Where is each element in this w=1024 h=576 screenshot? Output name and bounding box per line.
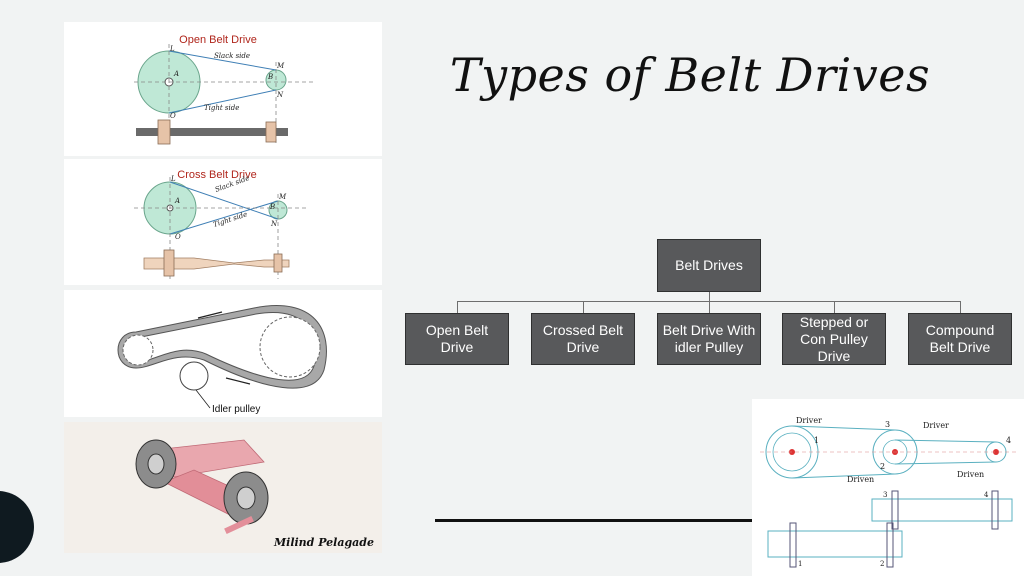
point-label-b: B [267,73,273,81]
belt-1-bottom [791,473,896,479]
point-label-o: O [175,233,181,241]
side-number-2: 2 [880,560,884,568]
shaft-support-3 [891,490,899,530]
idler-pulley-label: Idler pulley [212,404,260,415]
point-label-a: A [174,197,180,205]
shaft [136,128,288,136]
shaft-support-4 [991,490,999,530]
idler-pulley-figure: Idler pulley [64,290,382,417]
driver-1-label: Driver [796,416,822,425]
hierarchy-root-node: Belt Drives [657,239,761,292]
node-crossed-belt-drive: Crossed Belt Drive [531,313,635,365]
node-open-belt-drive: Open Belt Drive [405,313,509,365]
open-belt-drive-figure: Open Belt Drive Slack side Tight side L … [64,22,382,156]
author-caption: Milind Pelagade [273,536,374,549]
open-belt-title: Open Belt Drive [179,34,257,46]
node-idler-pulley-drive: Belt Drive With idler Pulley [657,313,761,365]
point-label-l: L [169,45,175,53]
point-label-a: A [173,70,179,78]
title-underline-rule [435,519,755,522]
crossed-belt-a [169,181,279,220]
child-connector-4 [834,301,835,313]
child-connector-2 [583,301,584,313]
motion-arrow-bottom [225,377,251,385]
cross-belt-drive-figure: Cross Belt Drive Slack side Tight side L… [64,159,382,285]
side-number-3: 3 [883,491,887,499]
point-label-b: B [269,203,275,211]
child-connector-1 [457,301,458,313]
lower-shaft-view [767,530,903,558]
slide-title: Types of Belt Drives [449,48,931,102]
driven-2-label: Driven [957,470,984,479]
tight-side-label: Tight side [212,210,248,229]
belt-2-bottom [894,461,997,465]
pulley-right-hub [236,486,256,510]
crossed-belt-b [169,200,279,235]
driven-hub-section [265,121,277,143]
number-4-label: 4 [1006,436,1011,445]
upper-shaft-view [871,498,1013,522]
point-label-o: O [170,112,176,120]
driver-2-label: Driver [923,421,949,430]
slack-belt [168,50,277,71]
cross-belt-drive-diagram: Cross Belt Drive Slack side Tight side L… [134,169,309,279]
compound-schematic-diagram: Driver Driver Driven Driven 1 2 3 4 3 4 … [760,416,1016,568]
slack-side-label: Slack side [214,52,250,60]
point-label-m: M [278,193,287,201]
point-label-n: N [276,91,284,99]
compound-drive-illustration: Milind Pelagade [64,422,382,553]
shaft-end [224,515,254,535]
number-2-label: 2 [880,462,885,471]
idler-pulley-diagram: Idler pulley [117,305,327,415]
driver-hub-section [157,119,171,145]
number-1-label: 1 [814,436,819,445]
shaft-support-1 [789,522,797,568]
point-label-m: M [276,62,285,70]
compound-belt-schematic: Driver Driver Driven Driven 1 2 3 4 3 4 … [752,399,1024,576]
number-3-label: 3 [885,420,890,429]
node-stepped-pulley-drive: Stepped or Con Pulley Drive [782,313,886,365]
point-label-n: N [270,220,278,228]
motion-arrow-top [197,311,223,319]
driver-hub-section [163,249,175,277]
decorative-circle [0,491,34,563]
pulley-4-center [993,449,999,455]
root-connector [709,292,710,302]
tight-belt [168,89,277,114]
open-belt-drive-diagram: Open Belt Drive Slack side Tight side L … [134,34,314,145]
small-pulley [122,334,154,366]
driven-1-label: Driven [847,475,874,484]
node-compound-belt-drive: Compound Belt Drive [908,313,1012,365]
point-label-l: L [170,175,176,183]
tight-side-label: Tight side [204,104,239,112]
side-number-1: 1 [798,560,802,568]
belt-2-top [894,439,997,443]
side-number-4: 4 [984,491,989,499]
belt-1-top [791,425,896,431]
child-connector-5 [960,301,961,313]
large-pulley [259,316,321,378]
compound-drive-drawing: Milind Pelagade [64,422,382,553]
driven-hub-section [273,253,283,273]
shaft-belt-section [143,257,290,270]
child-connector-3 [709,301,710,313]
cross-belt-title: Cross Belt Drive [177,169,256,181]
pulley-left-hub [147,453,165,475]
idler-leader-line [195,389,211,409]
idler-pulley [179,361,209,391]
horizontal-connector [457,301,960,302]
shaft-support-2 [886,522,894,568]
